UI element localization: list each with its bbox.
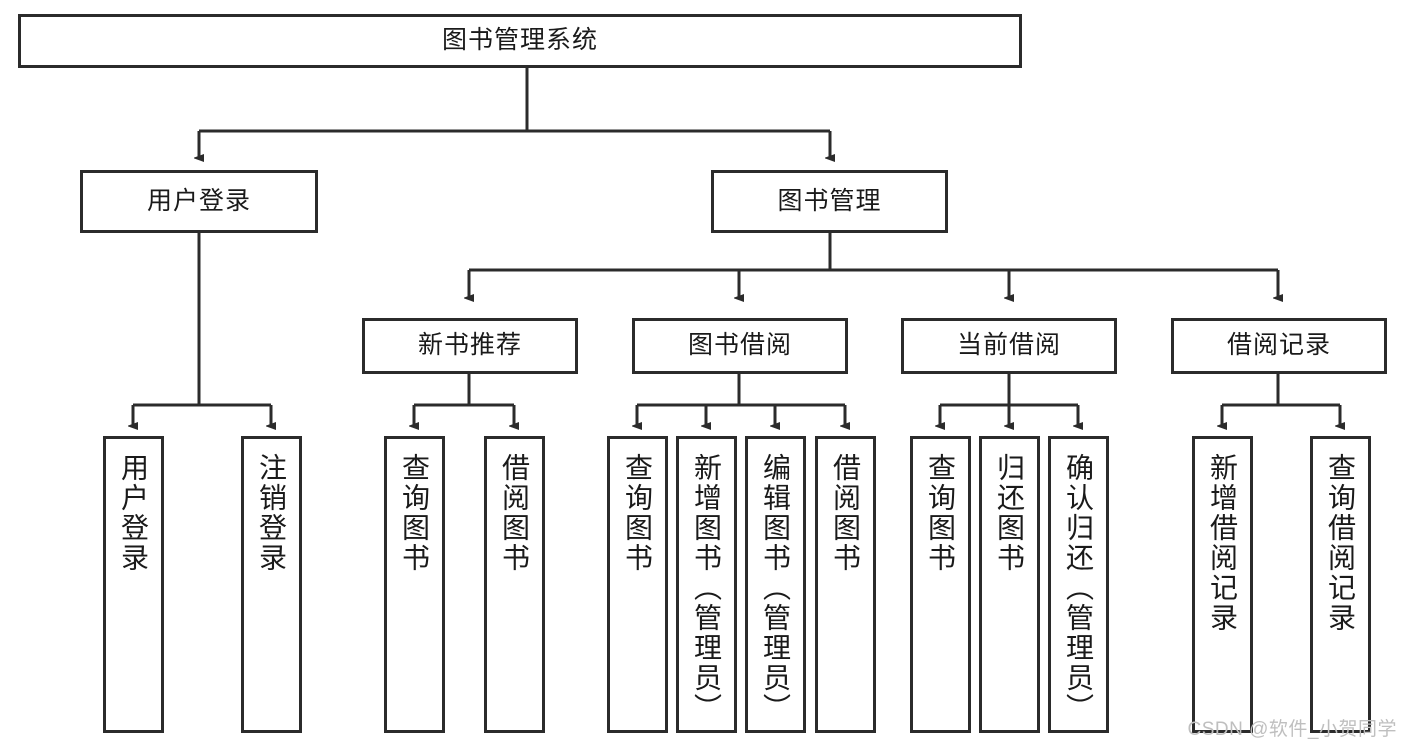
node-label: 新书推荐 [417,331,522,360]
leaf-label: 确认归还（管理员） [1063,453,1094,723]
leaf-current-borrow-query[interactable]: 查询图书 [910,436,971,733]
leaf-current-borrow-confirm-return[interactable]: 确认归还（管理员） [1048,436,1109,733]
node-new-book-recommend[interactable]: 新书推荐 [362,318,578,374]
leaf-borrow-record-query[interactable]: 查询借阅记录 [1310,436,1371,733]
leaf-label: 查询图书 [925,453,956,573]
leaf-label: 借阅图书 [499,453,530,573]
node-label: 图书管理 [777,186,882,215]
leaf-book-borrow-lend[interactable]: 借阅图书 [815,436,876,733]
leaf-label: 新增借阅记录 [1207,453,1238,633]
leaf-label: 查询借阅记录 [1325,453,1356,633]
leaf-label: 编辑图书（管理员） [760,453,791,723]
node-label: 用户登录 [146,186,251,215]
node-borrow-record[interactable]: 借阅记录 [1171,318,1387,374]
node-label: 图书借阅 [687,331,792,360]
leaf-label: 归还图书 [994,453,1025,573]
node-user-login[interactable]: 用户登录 [80,170,318,233]
leaf-label: 新增图书（管理员） [691,453,722,723]
node-label: 图书管理系统 [441,26,598,55]
leaf-book-borrow-query[interactable]: 查询图书 [607,436,668,733]
leaf-book-borrow-add[interactable]: 新增图书（管理员） [676,436,737,733]
leaf-current-borrow-return[interactable]: 归还图书 [979,436,1040,733]
node-root-system[interactable]: 图书管理系统 [18,14,1022,68]
node-label: 当前借阅 [956,331,1061,360]
leaf-label: 借阅图书 [830,453,861,573]
leaf-label: 用户登录 [118,453,149,573]
leaf-book-borrow-edit[interactable]: 编辑图书（管理员） [745,436,806,733]
watermark-text: CSDN @软件_小贺同学 [1187,719,1397,740]
leaf-label: 注销登录 [256,453,287,573]
leaf-user-login-login[interactable]: 用户登录 [103,436,164,733]
node-book-management[interactable]: 图书管理 [711,170,948,233]
leaf-user-login-logout[interactable]: 注销登录 [241,436,302,733]
node-current-borrow[interactable]: 当前借阅 [901,318,1117,374]
leaf-label: 查询图书 [622,453,653,573]
leaf-borrow-record-add[interactable]: 新增借阅记录 [1192,436,1253,733]
leaf-new-book-borrow[interactable]: 借阅图书 [484,436,545,733]
leaf-new-book-query[interactable]: 查询图书 [384,436,445,733]
node-book-borrow[interactable]: 图书借阅 [632,318,848,374]
leaf-label: 查询图书 [399,453,430,573]
node-label: 借阅记录 [1226,331,1331,360]
